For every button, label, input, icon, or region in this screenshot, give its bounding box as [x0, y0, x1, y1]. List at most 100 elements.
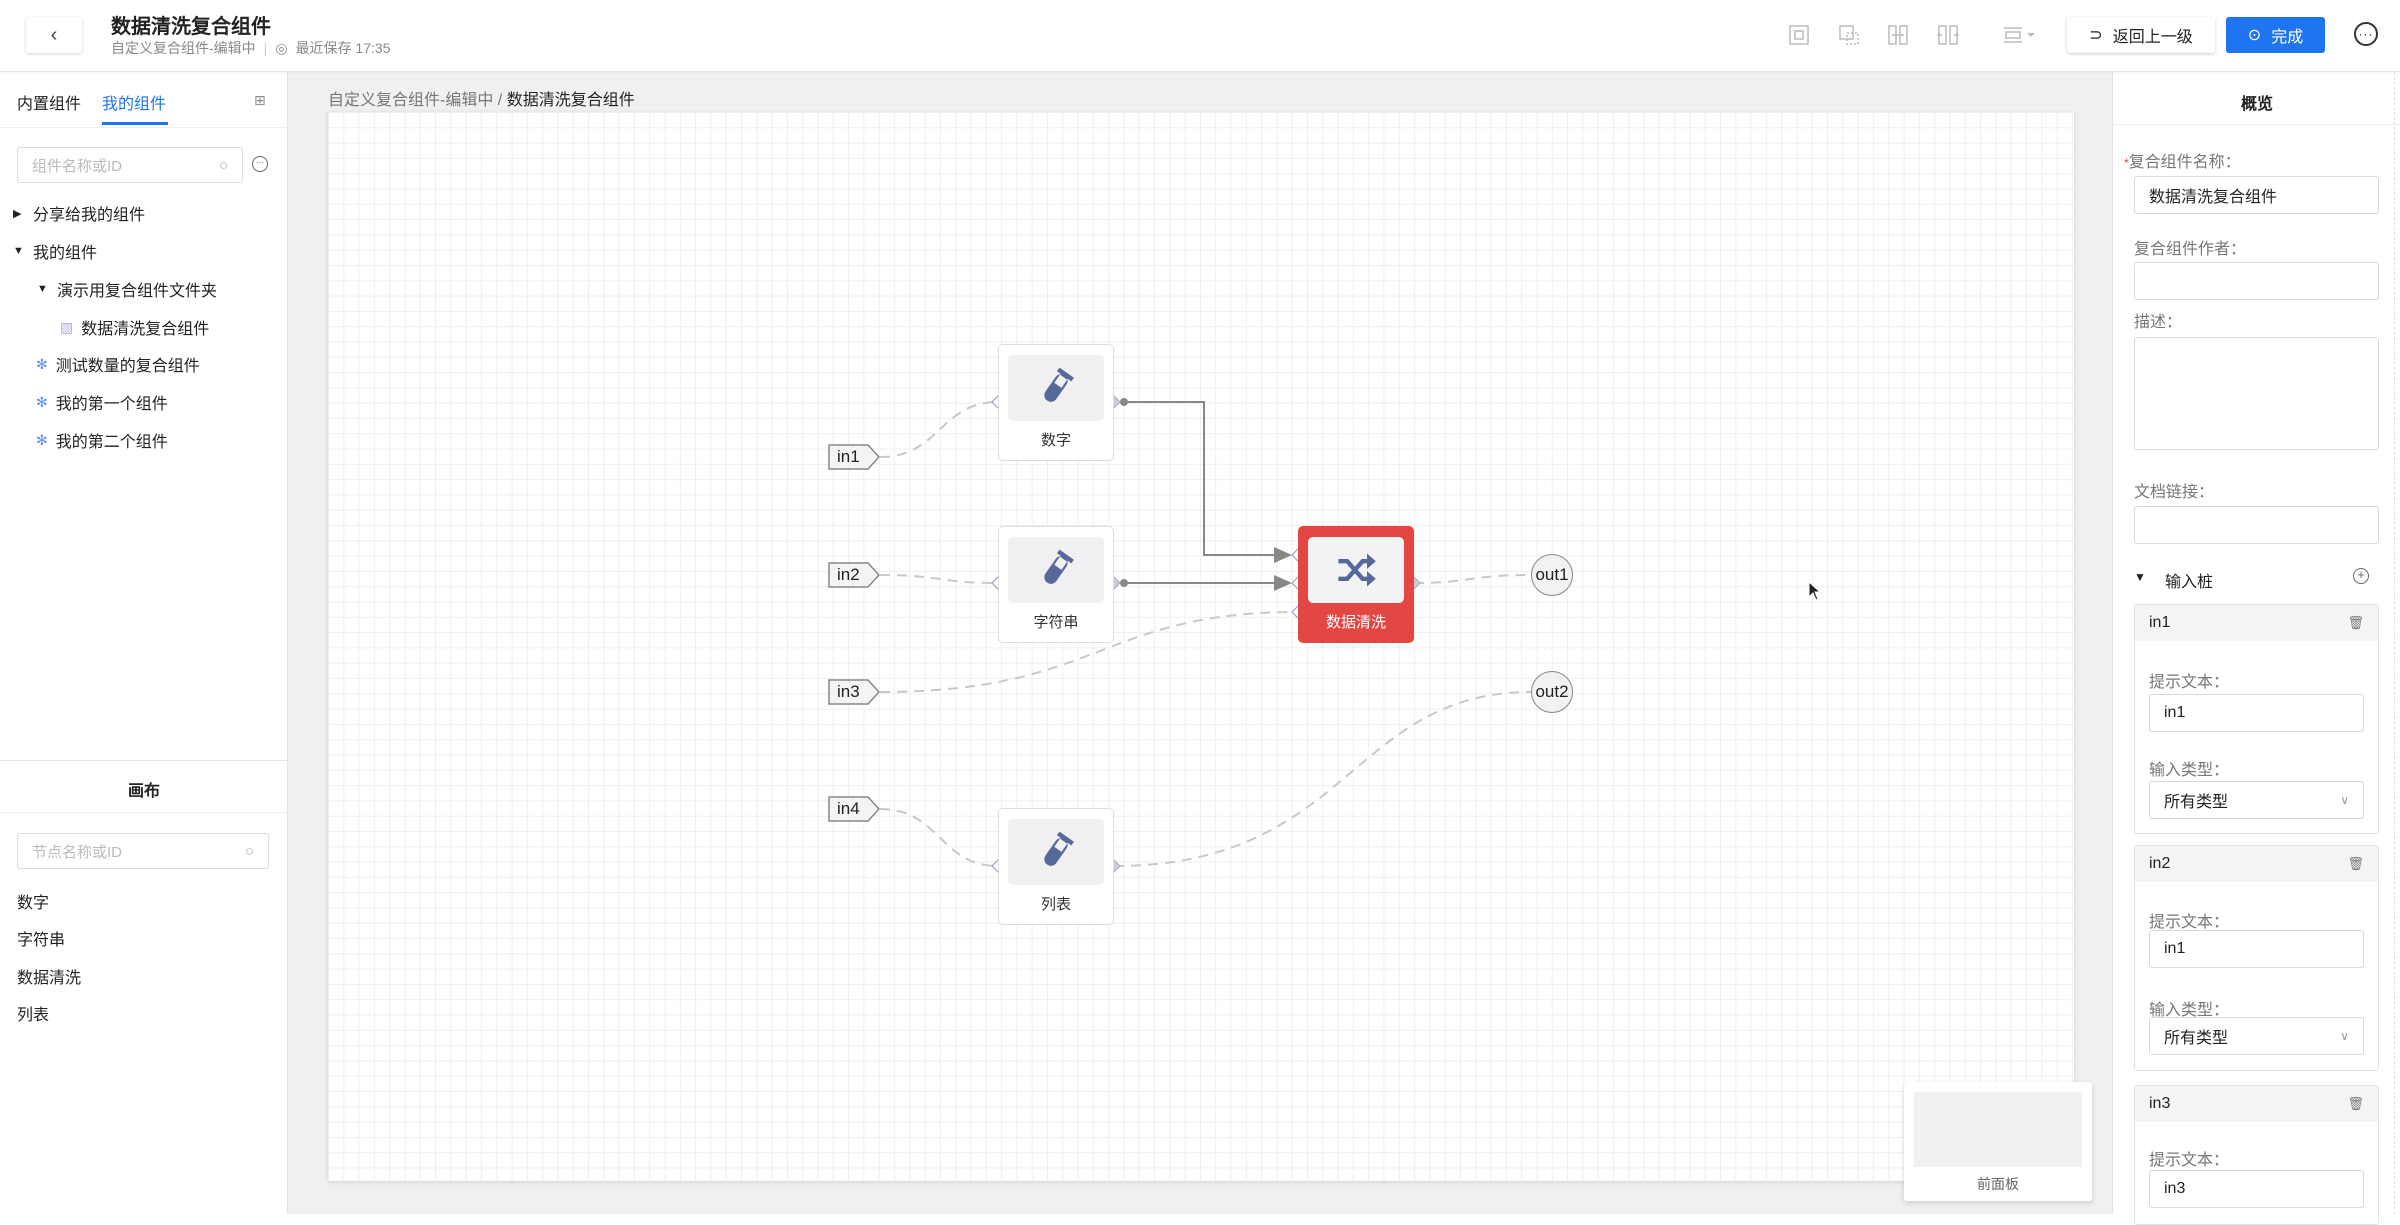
author-label: 复合组件作者： — [2134, 241, 2247, 258]
port-card-header: in1 🗑 — [2135, 605, 2378, 641]
author-input[interactable] — [2134, 262, 2379, 300]
output-port-out2[interactable]: out2 — [1531, 671, 1573, 713]
required-marker: * — [2124, 156, 2129, 170]
input-port-in2[interactable]: in2 — [828, 562, 880, 588]
description-label: 描述： — [2134, 314, 2183, 331]
hint-input[interactable]: in3 — [2149, 1170, 2364, 1208]
caret-right-icon: ▶ — [13, 207, 22, 220]
align-group-icon[interactable] — [1786, 22, 1812, 48]
tab-builtin[interactable]: 内置组件 — [17, 96, 82, 113]
add-port-icon[interactable]: + — [2353, 568, 2369, 584]
breadcrumb-parent[interactable]: 自定义复合组件-编辑中 — [328, 92, 494, 109]
tree-label: 演示用复合组件文件夹 — [57, 283, 218, 300]
port-label: in3 — [837, 682, 860, 701]
done-label: 完成 — [2271, 29, 2304, 46]
hint-input[interactable]: in1 — [2149, 930, 2364, 968]
port-card-in2: in2🗑 提示文本： in1 输入类型： 所有类型∨ — [2134, 845, 2379, 1071]
tree-label: 我的组件 — [33, 245, 98, 262]
node-list-item[interactable]: 数据清洗 — [17, 970, 82, 987]
search-icon: ○ — [218, 156, 228, 174]
tree-item-first[interactable]: ✻我的第一个组件 — [36, 390, 168, 414]
port-card-in3: in3🗑 提示文本： in3 — [2134, 1085, 2379, 1225]
tab-my-components[interactable]: 我的组件 — [102, 96, 167, 113]
ungroup-icon[interactable] — [1836, 22, 1862, 48]
node-list-item[interactable]: 列表 — [17, 1007, 50, 1024]
minimap-label: 前面板 — [1977, 1176, 2019, 1192]
canvas-section-title: 画布 — [127, 783, 160, 800]
hint-label: 提示文本： — [2149, 914, 2230, 931]
tree-item-data-clean-composite[interactable]: ▧ 数据清洗复合组件 — [60, 315, 209, 339]
more-options-icon[interactable]: ··· — [252, 156, 268, 172]
node-number[interactable]: 数字 — [998, 344, 1114, 461]
layout-dropdown-icon[interactable] — [2000, 22, 2040, 48]
distribute-icon[interactable] — [1935, 22, 1961, 48]
composite-icon: ▧ — [60, 318, 74, 335]
tree-item-my-components[interactable]: ▼ 我的组件 — [13, 239, 97, 263]
node-list-item[interactable]: 字符串 — [17, 932, 66, 949]
hint-label: 提示文本： — [2149, 1152, 2230, 1169]
chevron-down-icon: ∨ — [2340, 1029, 2349, 1043]
input-port-in4[interactable]: in4 — [828, 796, 880, 822]
output-port-out1[interactable]: out1 — [1531, 554, 1573, 596]
tree-label: 我的第二个组件 — [55, 434, 168, 451]
tree-item-shared[interactable]: ▶分享给我的组件 — [13, 201, 145, 225]
name-input[interactable]: 数据清洗复合组件 — [2134, 176, 2379, 214]
tree-label: 数据清洗复合组件 — [81, 321, 210, 338]
trash-icon[interactable]: 🗑 — [2347, 1096, 2364, 1111]
node-list-item[interactable]: 数字 — [17, 895, 50, 912]
port-card-header: in3🗑 — [2135, 1086, 2378, 1122]
return-parent-button[interactable]: ⊃返回上一级 — [2067, 17, 2215, 53]
breadcrumb: 自定义复合组件-编辑中 / 数据清洗复合组件 — [328, 86, 635, 110]
panel-title: 概览 — [2240, 96, 2273, 113]
grid-view-icon[interactable]: ⊞ — [254, 92, 266, 108]
name-label-text: 复合组件名称： — [2128, 154, 2241, 171]
more-icon[interactable]: ··· — [2354, 22, 2378, 46]
input-ports-title: 输入桩 — [2165, 574, 2214, 591]
test-tube-icon — [1034, 548, 1078, 592]
port-card-in1: in1 🗑 提示文本： in1 输入类型： 所有类型∨ — [2134, 604, 2379, 834]
shuffle-icon — [1334, 548, 1378, 592]
graph-canvas[interactable] — [328, 112, 2074, 1181]
align-center-icon[interactable] — [1885, 22, 1911, 48]
node-icon-box — [1008, 537, 1104, 603]
trash-icon[interactable]: 🗑 — [2347, 856, 2364, 871]
tree-item-second[interactable]: ✻我的第二个组件 — [36, 428, 168, 452]
type-value: 所有类型 — [2164, 1030, 2229, 1047]
caret-down-icon: ▼ — [37, 283, 48, 295]
minimap[interactable]: 前面板 — [1904, 1082, 2092, 1201]
input-port-in3[interactable]: in3 — [828, 679, 880, 705]
hint-input[interactable]: in1 — [2149, 694, 2364, 732]
node-data-clean[interactable]: 数据清洗 — [1298, 526, 1414, 643]
input-port-in1[interactable]: in1 — [828, 444, 880, 470]
type-label: 输入类型： — [2149, 762, 2230, 779]
divider — [0, 760, 288, 761]
hint-label: 提示文本： — [2149, 674, 2230, 691]
divider — [0, 812, 288, 813]
component-search-input[interactable]: 组件名称或ID○ — [17, 147, 243, 183]
node-icon-box — [1008, 355, 1104, 421]
minimap-viewport[interactable] — [1914, 1092, 2082, 1167]
panel-scrollbar[interactable] — [2394, 72, 2398, 1214]
doc-link-input[interactable] — [2134, 506, 2379, 544]
node-search-input[interactable]: 节点名称或ID○ — [17, 833, 269, 869]
chevron-down-icon: ∨ — [2340, 793, 2349, 807]
port-name: in1 — [2149, 614, 2171, 631]
description-textarea[interactable] — [2134, 337, 2379, 450]
done-button[interactable]: ⊙完成 — [2226, 17, 2325, 53]
tree-item-demo-folder[interactable]: ▼ 演示用复合组件文件夹 — [37, 277, 217, 301]
node-string[interactable]: 字符串 — [998, 526, 1114, 643]
type-select[interactable]: 所有类型 ∨ — [2149, 1017, 2364, 1055]
caret-down-icon: ▼ — [13, 245, 24, 257]
caret-down-icon[interactable]: ▼ — [2134, 570, 2146, 584]
left-panel: 内置组件 我的组件 ⊞ 组件名称或ID○ ··· ▶分享给我的组件 ▼我的组件 … — [0, 72, 288, 1214]
type-select[interactable]: 所有类型∨ — [2149, 781, 2364, 819]
trash-icon[interactable]: 🗑 — [2347, 615, 2364, 630]
type-label: 输入类型： — [2149, 1002, 2230, 1019]
top-bar: ‹ 数据清洗复合组件 自定义复合组件-编辑中 | ◎ 最近保存 17:35 ⊃返… — [0, 0, 2400, 72]
tree-item-test-count[interactable]: ✻测试数量的复合组件 — [36, 352, 200, 376]
back-button[interactable]: ‹ — [26, 17, 82, 53]
chevron-left-icon: ‹ — [50, 23, 58, 46]
node-list[interactable]: 列表 — [998, 808, 1114, 925]
active-tab-indicator — [102, 122, 168, 125]
divider: | — [263, 40, 268, 56]
